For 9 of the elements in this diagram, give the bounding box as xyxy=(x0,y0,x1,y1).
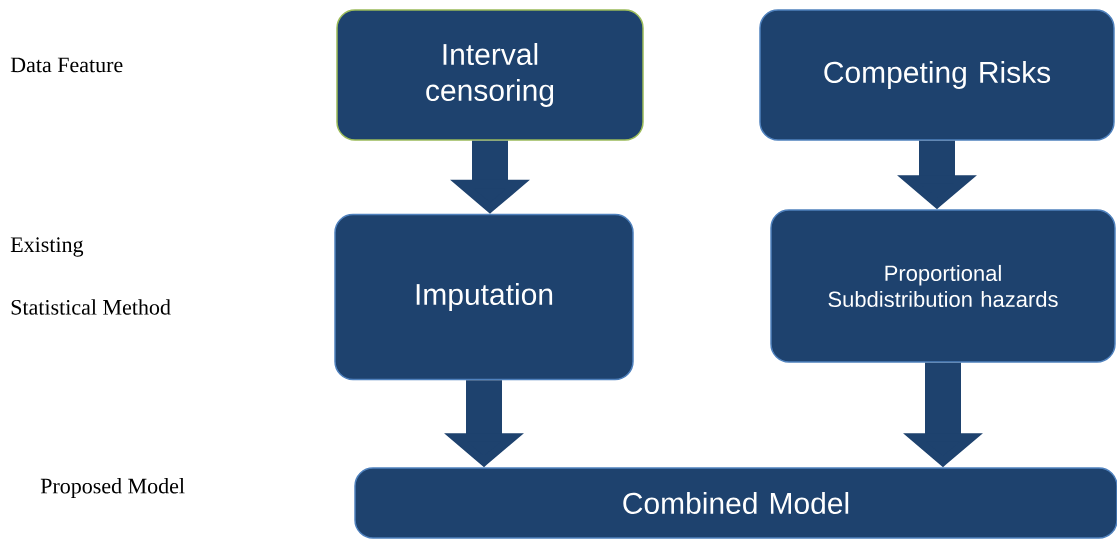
process-box: Interval censoring xyxy=(336,9,644,141)
row-label: Proposed Model xyxy=(40,478,185,498)
process-box: Proportional Subdistribution hazards xyxy=(770,209,1116,363)
process-box: Imputation xyxy=(334,213,634,381)
row-label: Data Feature xyxy=(10,57,123,73)
process-box: Combined Model xyxy=(354,467,1117,539)
process-box: Competing Risks xyxy=(759,9,1115,141)
row-label: Statistical Method xyxy=(11,299,171,315)
row-label: Existing xyxy=(10,237,84,257)
